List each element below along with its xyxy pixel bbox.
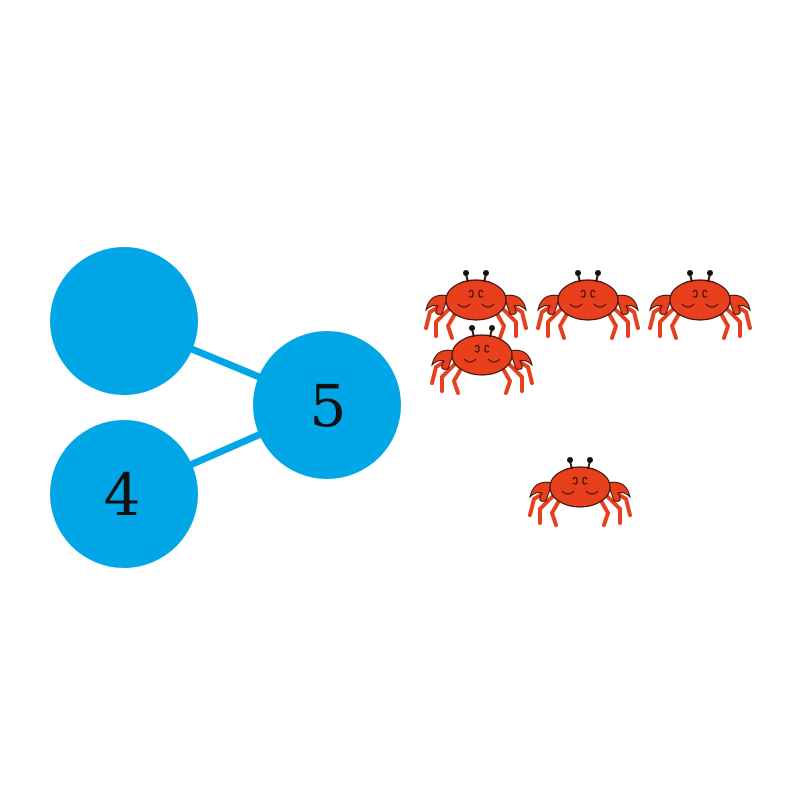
crab-icon <box>648 268 752 340</box>
whole-circle: 5 <box>253 331 401 479</box>
part-circle-bottom: 4 <box>50 420 198 568</box>
crab-icon <box>424 268 528 340</box>
crab-icon <box>528 455 632 527</box>
crab-group-top <box>424 268 752 395</box>
whole-value: 5 <box>310 372 347 440</box>
crab-icon <box>536 268 640 340</box>
part-circle-top <box>50 247 198 395</box>
crab-group-bottom <box>528 455 632 527</box>
part-value-bottom: 4 <box>104 461 141 529</box>
